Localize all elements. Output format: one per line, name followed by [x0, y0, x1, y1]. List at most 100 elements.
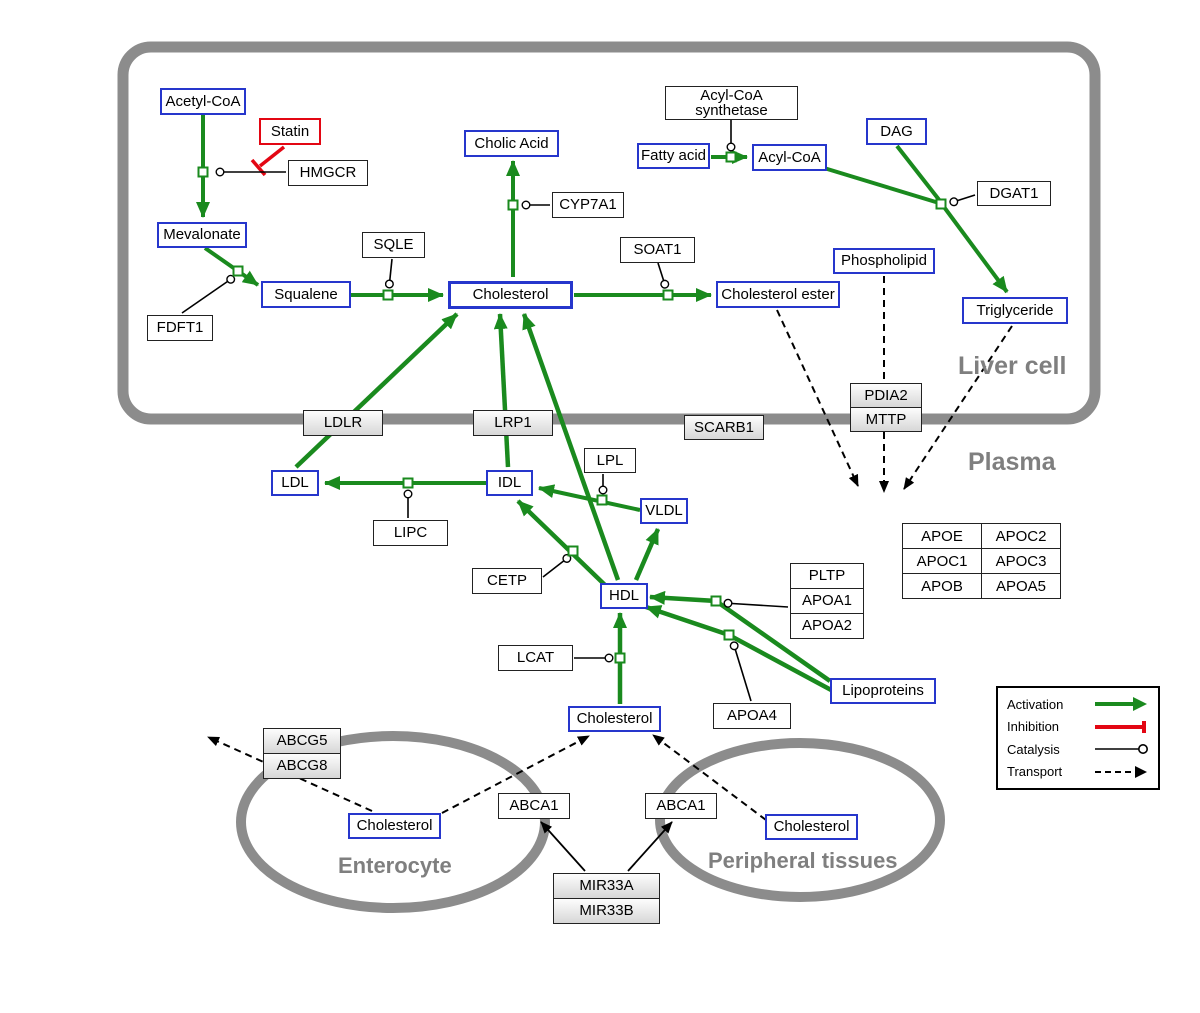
reaction-node: [710, 595, 722, 607]
reaction-node: [662, 289, 674, 301]
reaction-node: [197, 166, 209, 178]
node-vldl[interactable]: VLDL: [640, 498, 688, 524]
node-lrp1[interactable]: LRP1: [473, 410, 553, 436]
edge-enterocyte-cholesterol-transport: [441, 735, 590, 814]
apo-cell-apoc3[interactable]: APOC3: [981, 548, 1061, 574]
catalysis-edges: [181, 120, 976, 702]
node-squalene[interactable]: Squalene: [261, 281, 351, 308]
edge-hdl-idl-cetp: [516, 499, 608, 588]
node-cholesterol-enterocyte[interactable]: Cholesterol: [348, 813, 441, 839]
liver-cell-label: Liver cell: [958, 352, 1067, 380]
node-soat1[interactable]: SOAT1: [620, 237, 695, 263]
legend-inhibition-label: Inhibition: [1007, 719, 1060, 735]
reaction-node: [725, 151, 737, 163]
node-abcg8[interactable]: ABCG8: [263, 753, 341, 779]
node-ldlr[interactable]: LDLR: [303, 410, 383, 436]
edge-dag-dgat1node: [895, 144, 942, 203]
edge-mir33-abca1-right: [627, 821, 673, 872]
edge-acylcoa-dgat1node: [823, 166, 940, 205]
node-fdft1[interactable]: FDFT1: [147, 315, 213, 341]
edge-apoa4-catalysis: [729, 641, 752, 702]
node-mir33b[interactable]: MIR33B: [553, 898, 660, 924]
edge-statin-hmgcr-inhibition: [258, 145, 286, 168]
apo-cell-apob[interactable]: APOB: [902, 573, 982, 599]
node-lipc[interactable]: LIPC: [373, 520, 448, 546]
legend-activation-label: Activation: [1007, 696, 1064, 712]
edge-dgat1node-triglyceride: [942, 205, 1009, 294]
node-triglyceride[interactable]: Triglyceride: [962, 297, 1068, 324]
node-acyl-coa[interactable]: Acyl-CoA: [752, 144, 827, 171]
inhibition-edges: [250, 145, 286, 177]
node-acyl-coa-synthetase[interactable]: Acyl-CoA synthetase: [665, 86, 798, 120]
node-mevalonate[interactable]: Mevalonate: [157, 222, 247, 248]
node-abca1-left[interactable]: ABCA1: [498, 793, 570, 819]
apolipoprotein-table: APOE APOC2 APOC1 APOC3 APOB APOA5: [902, 523, 1061, 599]
node-cholesterol-peripheral[interactable]: Cholesterol: [765, 814, 858, 840]
reaction-node: [382, 289, 394, 301]
node-mir33a[interactable]: MIR33A: [553, 873, 660, 899]
node-cholesterol-liver[interactable]: Cholesterol: [448, 281, 573, 309]
edge-idl-livercholesterol: [493, 313, 511, 468]
legend-row-transport: Transport: [1007, 764, 1149, 779]
node-dag[interactable]: DAG: [866, 118, 927, 145]
legend-row-activation: Activation: [1007, 697, 1149, 712]
reaction-node: [507, 199, 519, 211]
node-apoa2[interactable]: APOA2: [790, 613, 864, 639]
node-abcg5[interactable]: ABCG5: [263, 728, 341, 754]
apo-cell-apoe[interactable]: APOE: [902, 523, 982, 549]
node-acetyl-coa[interactable]: Acetyl-CoA: [160, 88, 246, 115]
node-pdia2[interactable]: PDIA2: [850, 383, 922, 408]
node-scarb1[interactable]: SCARB1: [684, 415, 764, 440]
node-lcat[interactable]: LCAT: [498, 645, 573, 671]
reaction-node: [614, 652, 626, 664]
catalysis-circle-icon: [1095, 744, 1148, 755]
node-cholic-acid[interactable]: Cholic Acid: [464, 130, 559, 157]
apo-cell-apoc1[interactable]: APOC1: [902, 548, 982, 574]
apo-cell-apoa5[interactable]: APOA5: [981, 573, 1061, 599]
edge-cetp-catalysis: [542, 553, 572, 578]
node-lpl[interactable]: LPL: [584, 448, 636, 473]
node-cholesterol-plasma[interactable]: Cholesterol: [568, 706, 661, 732]
edge-dgat1-catalysis: [949, 194, 976, 207]
node-apoa4[interactable]: APOA4: [713, 703, 791, 729]
edge-hdl-vldl: [633, 528, 661, 581]
edge-mir33-abca1-left: [540, 821, 586, 872]
legend: Activation Inhibition Catalysis Transpor…: [996, 686, 1160, 790]
node-hdl[interactable]: HDL: [600, 583, 648, 609]
activation-arrow-icon: [1095, 697, 1147, 712]
edge-mevalonate-squalene: [203, 246, 260, 287]
transport-dashed-arrow-icon: [1095, 765, 1147, 778]
node-cyp7a1[interactable]: CYP7A1: [552, 192, 624, 218]
node-sqle[interactable]: SQLE: [362, 232, 425, 258]
reaction-node: [723, 629, 735, 641]
apo-cell-apoc2[interactable]: APOC2: [981, 523, 1061, 549]
edge-cholesterolester-plasma-transport: [776, 309, 859, 487]
node-abca1-right[interactable]: ABCA1: [645, 793, 717, 819]
edge-ldl-livercholesterol: [294, 312, 459, 469]
reaction-node: [935, 198, 947, 210]
node-pltp[interactable]: PLTP: [790, 563, 864, 589]
liver-cell-membrane: [117, 41, 1101, 425]
legend-catalysis-label: Catalysis: [1007, 741, 1060, 757]
node-apoa1[interactable]: APOA1: [790, 588, 864, 614]
edge-fdft1-catalysis: [181, 274, 236, 314]
node-ldl[interactable]: LDL: [271, 470, 319, 496]
node-hmgcr[interactable]: HMGCR: [288, 160, 368, 186]
node-phospholipid[interactable]: Phospholipid: [833, 248, 935, 274]
legend-row-catalysis: Catalysis: [1007, 742, 1149, 757]
node-cholesterol-ester[interactable]: Cholesterol ester: [716, 281, 840, 308]
peripheral-tissues-membrane: [655, 738, 945, 902]
edge-triglyceride-plasma-transport: [903, 325, 1013, 490]
node-statin[interactable]: Statin: [259, 118, 321, 145]
node-dgat1[interactable]: DGAT1: [977, 181, 1051, 206]
legend-row-inhibition: Inhibition: [1007, 719, 1149, 734]
node-cetp[interactable]: CETP: [472, 568, 542, 594]
node-fatty-acid[interactable]: Fatty acid: [637, 143, 710, 169]
node-idl[interactable]: IDL: [486, 470, 533, 496]
reaction-node: [567, 545, 579, 557]
node-mttp[interactable]: MTTP: [850, 407, 922, 432]
reaction-nodes: [197, 151, 947, 664]
node-lipoproteins[interactable]: Lipoproteins: [830, 678, 936, 704]
